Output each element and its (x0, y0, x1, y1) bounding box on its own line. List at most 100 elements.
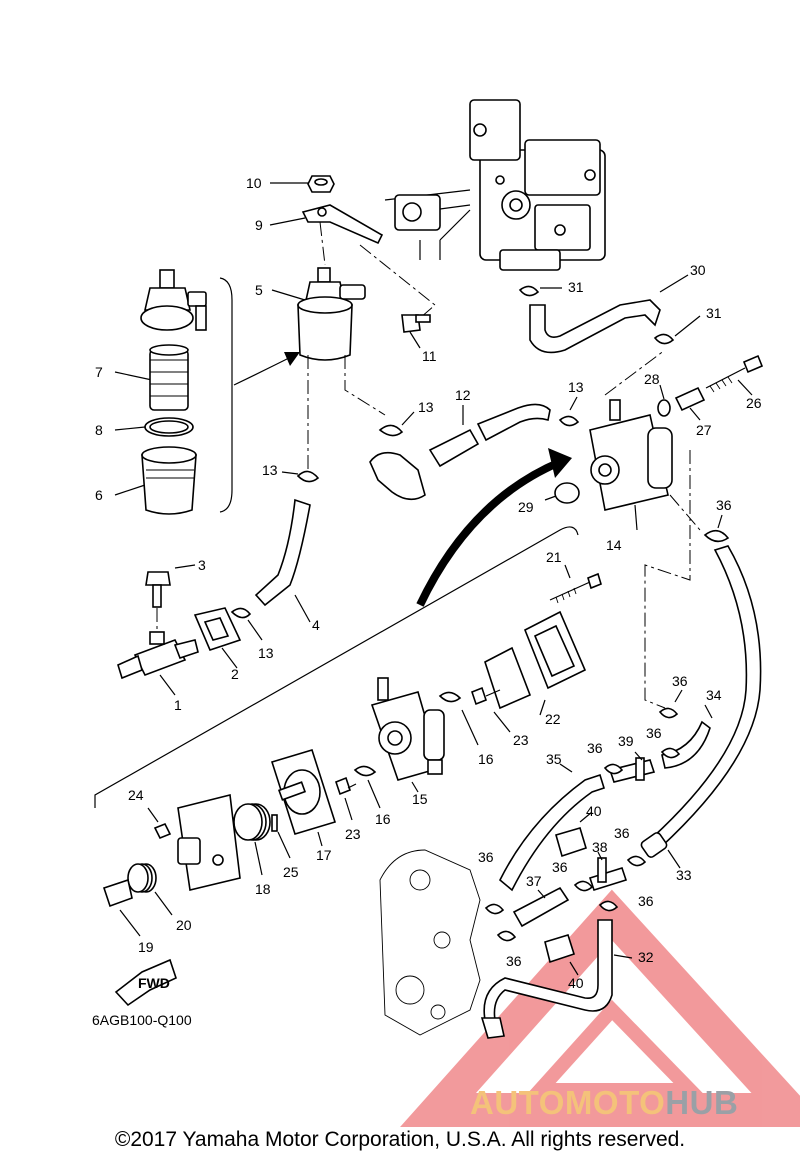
watermark-moto: MOTO (564, 1084, 666, 1121)
callout-19: 19 (138, 939, 154, 955)
part-22-gasket (484, 610, 587, 716)
crankcase-outline (379, 849, 481, 1036)
callout-labels: 10 9 5 7 8 6 11 13 12 13 3 4 13 2 1 13 3… (95, 175, 762, 991)
callout-17: 17 (316, 847, 332, 863)
part-31-clip-b (653, 315, 701, 345)
callout-40-b: 40 (568, 975, 584, 991)
callout-13-a: 13 (418, 399, 434, 415)
part-37-hose (512, 886, 570, 928)
callout-18: 18 (255, 881, 271, 897)
part-12-hose-assy (369, 403, 551, 501)
filter-cap (140, 269, 207, 331)
assembly-arrow (416, 448, 572, 607)
callout-23-b: 23 (345, 826, 361, 842)
document-code: 6AGB100-Q100 (92, 1012, 192, 1028)
part-36-clips-lower (484, 689, 683, 942)
callout-25: 25 (283, 864, 299, 880)
callout-16-a: 16 (478, 751, 494, 767)
part-26-bolt (705, 354, 764, 396)
watermark-auto: AUTO (470, 1084, 565, 1121)
part-19-valve (102, 878, 141, 937)
part-16-ring-a (438, 691, 479, 746)
callout-5: 5 (255, 282, 263, 298)
callout-12: 12 (455, 387, 471, 403)
fwd-direction-indicator: FWD (114, 958, 177, 1007)
callout-3: 3 (198, 557, 206, 573)
part-40-clip-a (555, 811, 593, 858)
part-13-clip-b (281, 470, 320, 483)
part-11-bolt (401, 314, 431, 349)
callout-35: 35 (546, 751, 562, 767)
callout-36-i: 36 (506, 953, 522, 969)
pump-cover (177, 794, 241, 891)
part-13-clip-a (378, 411, 415, 437)
callout-33: 33 (676, 867, 692, 883)
part-39-joint (608, 751, 656, 783)
watermark-hub: HUB (665, 1084, 739, 1121)
part-10-nut (270, 175, 335, 193)
part-24-nut (147, 807, 172, 840)
part-13-clip-d (558, 396, 580, 427)
callout-29: 29 (518, 499, 534, 515)
part-28-washer (657, 384, 671, 417)
part-2-gasket (193, 607, 242, 669)
callout-10: 10 (246, 175, 262, 191)
callout-13-c: 13 (258, 645, 274, 661)
callout-36-b: 36 (672, 673, 688, 689)
fwd-label: FWD (138, 975, 170, 991)
callout-13-b: 13 (262, 462, 278, 478)
part-40-clip-b (544, 934, 579, 976)
callout-20: 20 (176, 917, 192, 933)
part-20-spring (127, 863, 173, 916)
part-8-o-ring (114, 417, 194, 437)
callout-30: 30 (690, 262, 706, 278)
part-29-o-ring (544, 482, 580, 504)
part-23-screw-b (335, 776, 357, 821)
part-18-spring (233, 803, 271, 876)
callout-14: 14 (606, 537, 622, 553)
part-25-pin (271, 814, 291, 859)
part-5-fuel-filter (271, 267, 386, 470)
fuel-connector-bottom (480, 1017, 505, 1039)
callout-9: 9 (255, 217, 263, 233)
callout-36-d: 36 (646, 725, 662, 741)
callout-15: 15 (412, 791, 428, 807)
carburetor-assembly (384, 99, 606, 271)
part-13-clip-c (230, 607, 263, 641)
watermark-logo (400, 889, 800, 1127)
callout-8: 8 (95, 422, 103, 438)
watermark-text: AUTOMOTOHUB (470, 1084, 738, 1122)
part-7-filter-element (114, 344, 189, 411)
part-9-bracket (269, 204, 436, 319)
callout-38: 38 (592, 839, 608, 855)
copyright-notice: ©2017 Yamaha Motor Corporation, U.S.A. A… (114, 1128, 686, 1151)
callout-37: 37 (526, 873, 542, 889)
callout-4: 4 (312, 617, 320, 633)
callout-34: 34 (706, 687, 722, 703)
callout-23-a: 23 (513, 732, 529, 748)
part-14-fuel-pump (589, 349, 673, 531)
part-33-hose (640, 545, 762, 869)
callout-28: 28 (644, 371, 660, 387)
callout-22: 22 (545, 711, 561, 727)
callout-24: 24 (128, 787, 144, 803)
part-4-fuel-hose (254, 498, 311, 623)
filter-components-bracket (219, 277, 300, 513)
part-17-diaphragm (270, 749, 337, 847)
callout-13-d: 13 (568, 379, 584, 395)
part-31-clip-a (518, 285, 562, 297)
callout-36-h: 36 (638, 893, 654, 909)
callout-6: 6 (95, 487, 103, 503)
callout-21: 21 (546, 549, 562, 565)
callout-36-g: 36 (552, 859, 568, 875)
callout-40-a: 40 (586, 803, 602, 819)
callout-31-a: 31 (568, 279, 584, 295)
part-1-fuel-joint (117, 631, 199, 696)
part-27-collar (674, 386, 706, 421)
callout-1: 1 (174, 697, 182, 713)
callout-36-f: 36 (478, 849, 494, 865)
part-21-screw (549, 564, 602, 604)
pump-dash-links (644, 450, 701, 709)
callout-16-b: 16 (375, 811, 391, 827)
